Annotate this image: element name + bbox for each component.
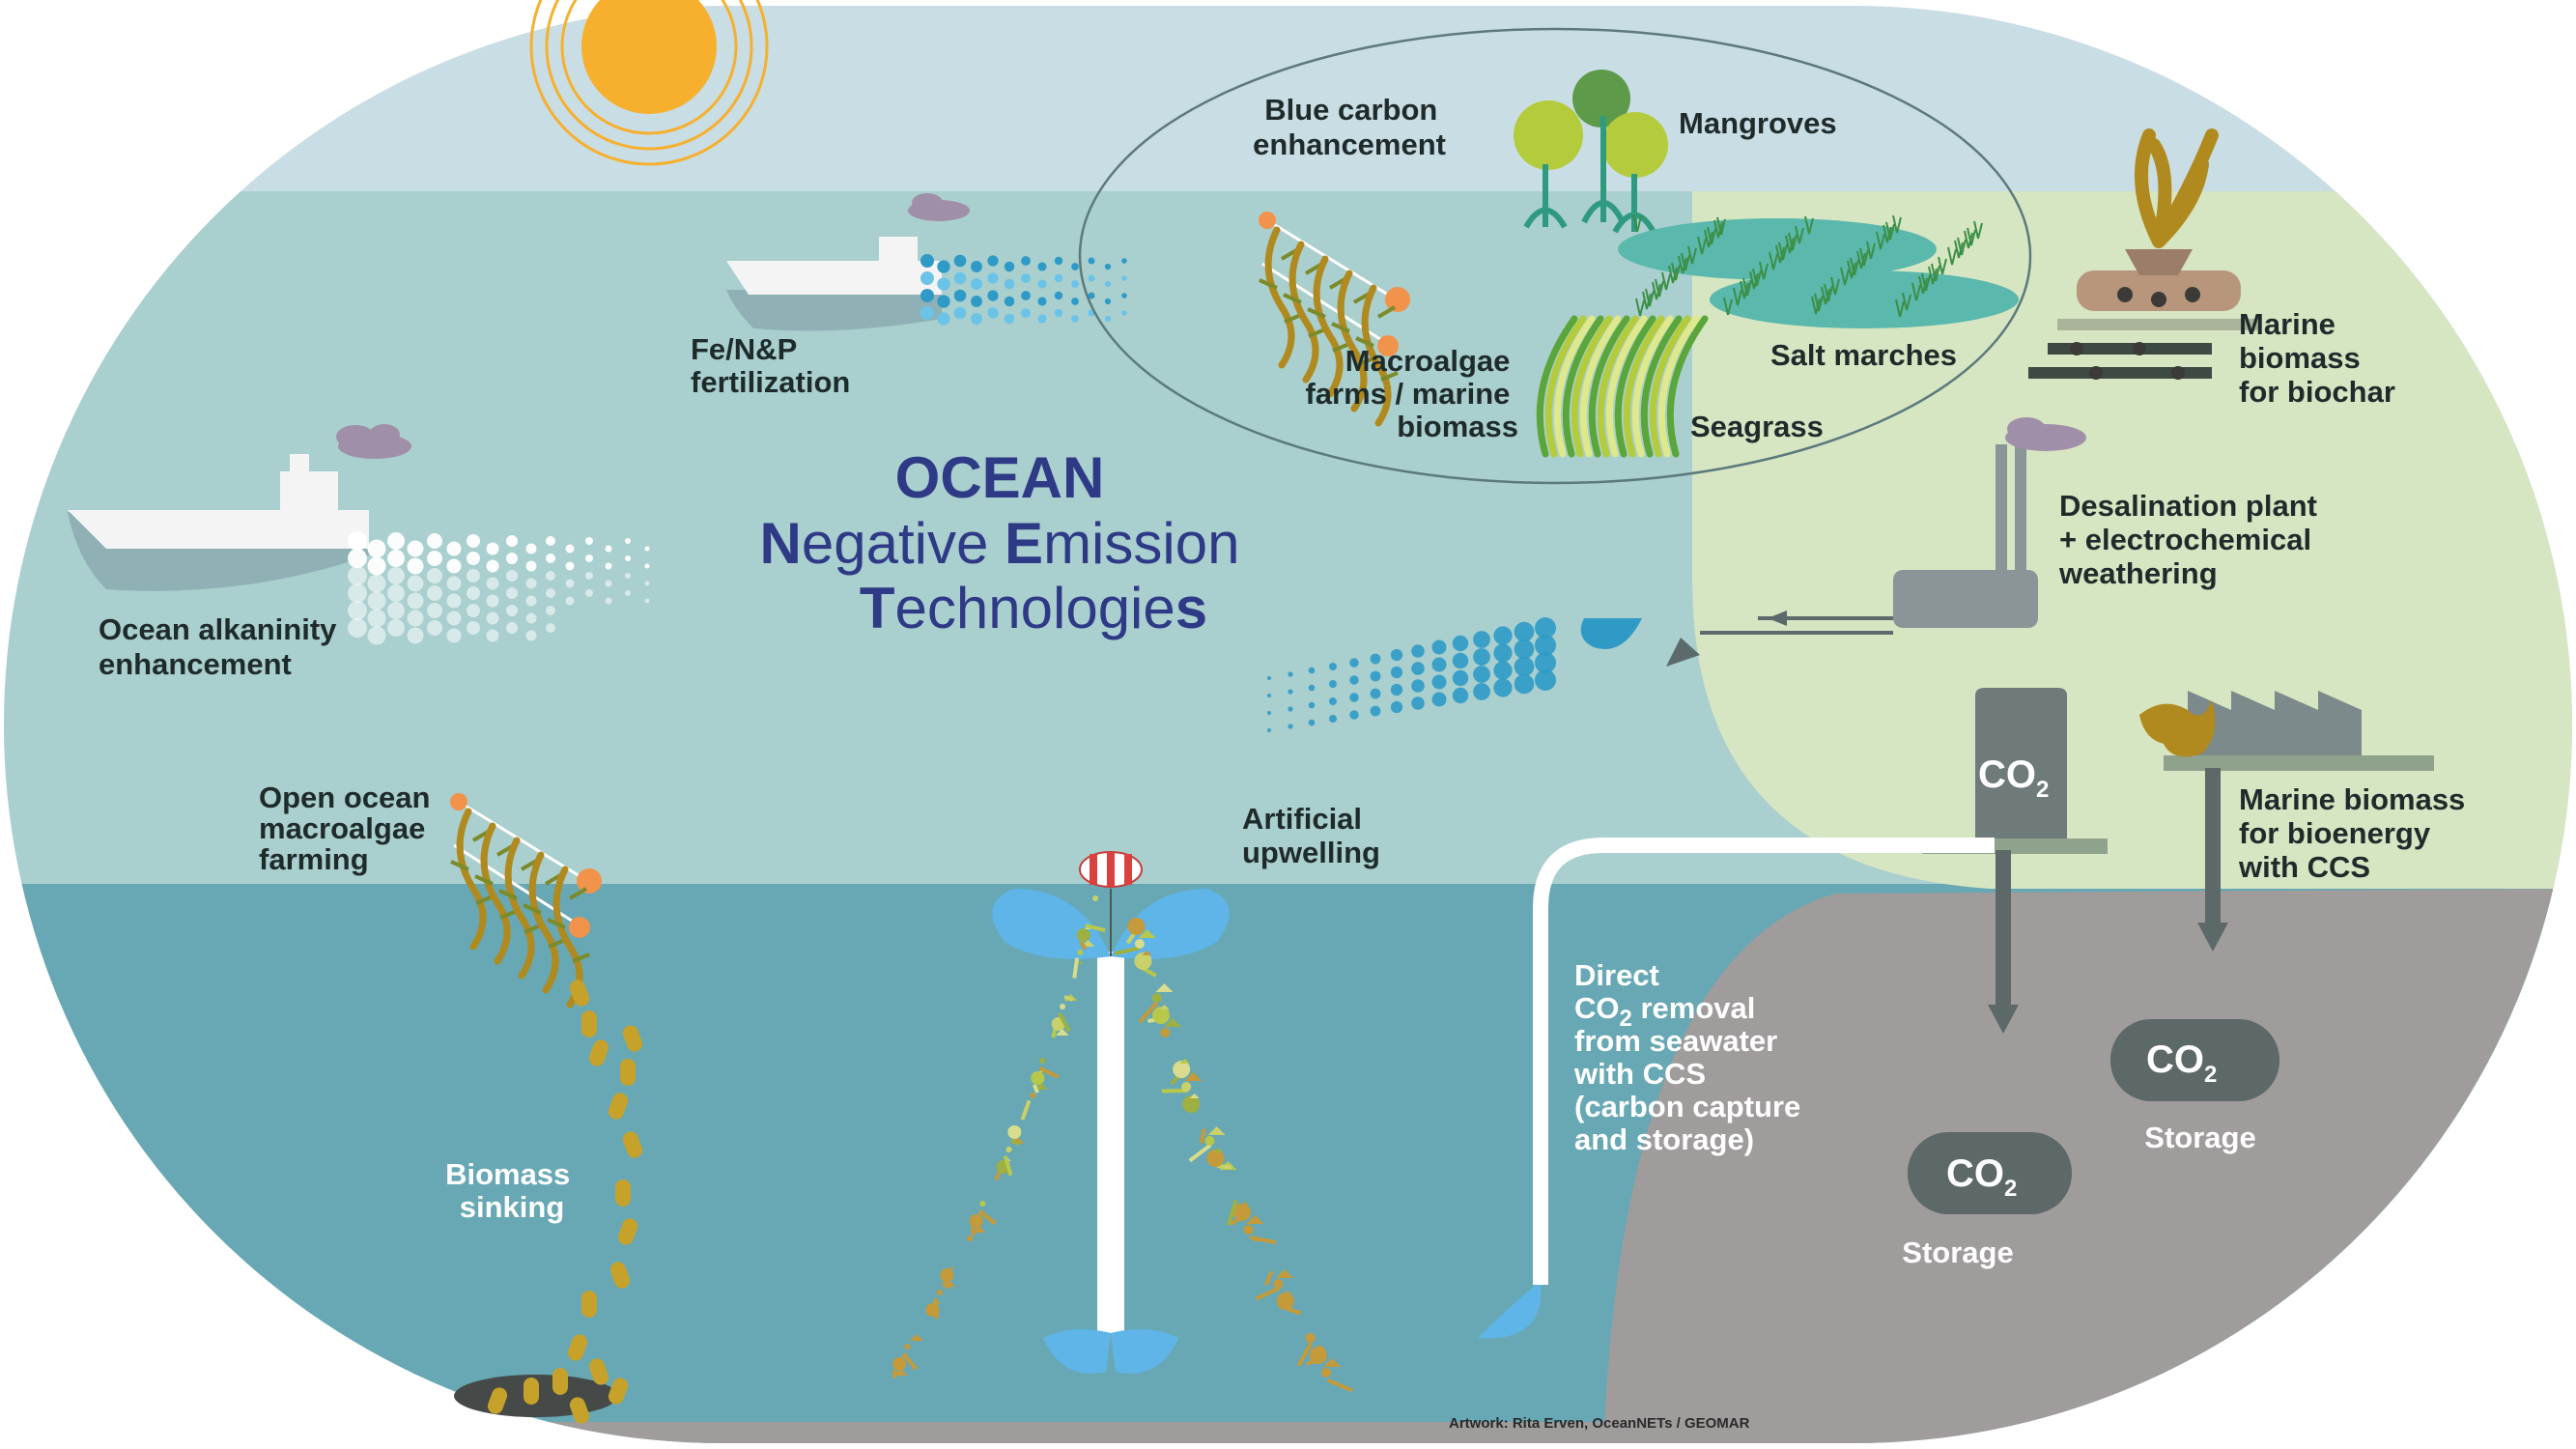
- label-open-ocean-farming: Open ocean macroalgae farming: [259, 781, 439, 876]
- direct-removal-pipe: [1533, 838, 1995, 1285]
- biochar-icon: [2028, 128, 2260, 380]
- seagrass-icon: [1536, 315, 1709, 458]
- storage-co2-right-icon: [2110, 1019, 2279, 1101]
- sun-icon: [529, 0, 769, 166]
- label-direct-removal: Direct CO2 removal from seawater with CC…: [1573, 958, 1809, 1156]
- label-fertilization: Fe/N&P fertilization: [691, 332, 850, 399]
- desalination-dot-plume: [1267, 617, 1556, 732]
- co2-tank-label: CO2: [1978, 753, 2049, 803]
- label-desalination: Desalination plant + electrochemical wea…: [2058, 489, 2326, 590]
- storage-co2-left-label: CO2: [1946, 1152, 2017, 1202]
- label-storage-left: Storage: [1902, 1236, 2013, 1269]
- blue-carbon-outline: [1078, 27, 2032, 485]
- desalination-plant-icon: [1580, 417, 2086, 667]
- label-mangroves: Mangroves: [1679, 106, 1837, 140]
- alkalinity-ship-icon: [68, 424, 411, 591]
- storage-co2-right-label: CO2: [2146, 1038, 2217, 1088]
- label-blue-carbon: Blue carbon enhancement: [1253, 93, 1446, 161]
- upwelling-pipe-icon: [992, 851, 1230, 1374]
- fertilization-dot-plume: [920, 254, 1127, 326]
- biomass-sinking-icon: [454, 980, 643, 1424]
- label-salt-marches: Salt marches: [1770, 338, 1957, 372]
- title-ocean: OCEAN: [895, 445, 1105, 510]
- alkalinity-dot-plume: [348, 531, 650, 645]
- pipe-intake-icon: [1478, 1285, 1542, 1339]
- label-biochar: Marine biomass for biochar: [2239, 307, 2395, 409]
- title-line3: Technologies: [860, 576, 1207, 640]
- salt-marsh-icon: [1618, 213, 2019, 328]
- title-line2: Negative Emission: [760, 511, 1240, 576]
- plankton-particles: [892, 895, 1353, 1393]
- seafloor: [541, 889, 2572, 1443]
- storage-co2-left-icon: [1908, 1132, 2072, 1214]
- label-macroalgae-farms: Macroalgae farms / marine biomass: [1305, 344, 1518, 443]
- label-biomass-sinking: Biomass sinking: [445, 1157, 579, 1224]
- bioenergy-factory-icon: [2139, 691, 2434, 952]
- fertilization-ship-icon: [726, 193, 970, 331]
- macroalgae-farm-icon: [1259, 212, 1410, 427]
- label-artificial-upwelling: Artificial upwelling: [1242, 802, 1380, 869]
- label-ocean-alkalinity: Ocean alkaninity enhancement: [99, 612, 345, 681]
- artwork-credit: Artwork: Rita Erven, OceanNETs / GEOMAR: [1449, 1415, 1750, 1432]
- mangrove-icon: [1514, 70, 1668, 234]
- label-storage-right: Storage: [2144, 1121, 2255, 1154]
- open-ocean-farm-icon: [450, 793, 602, 1009]
- label-bioenergy: Marine biomass for bioenergy with CCS: [2238, 782, 2474, 884]
- label-seagrass: Seagrass: [1690, 410, 1824, 443]
